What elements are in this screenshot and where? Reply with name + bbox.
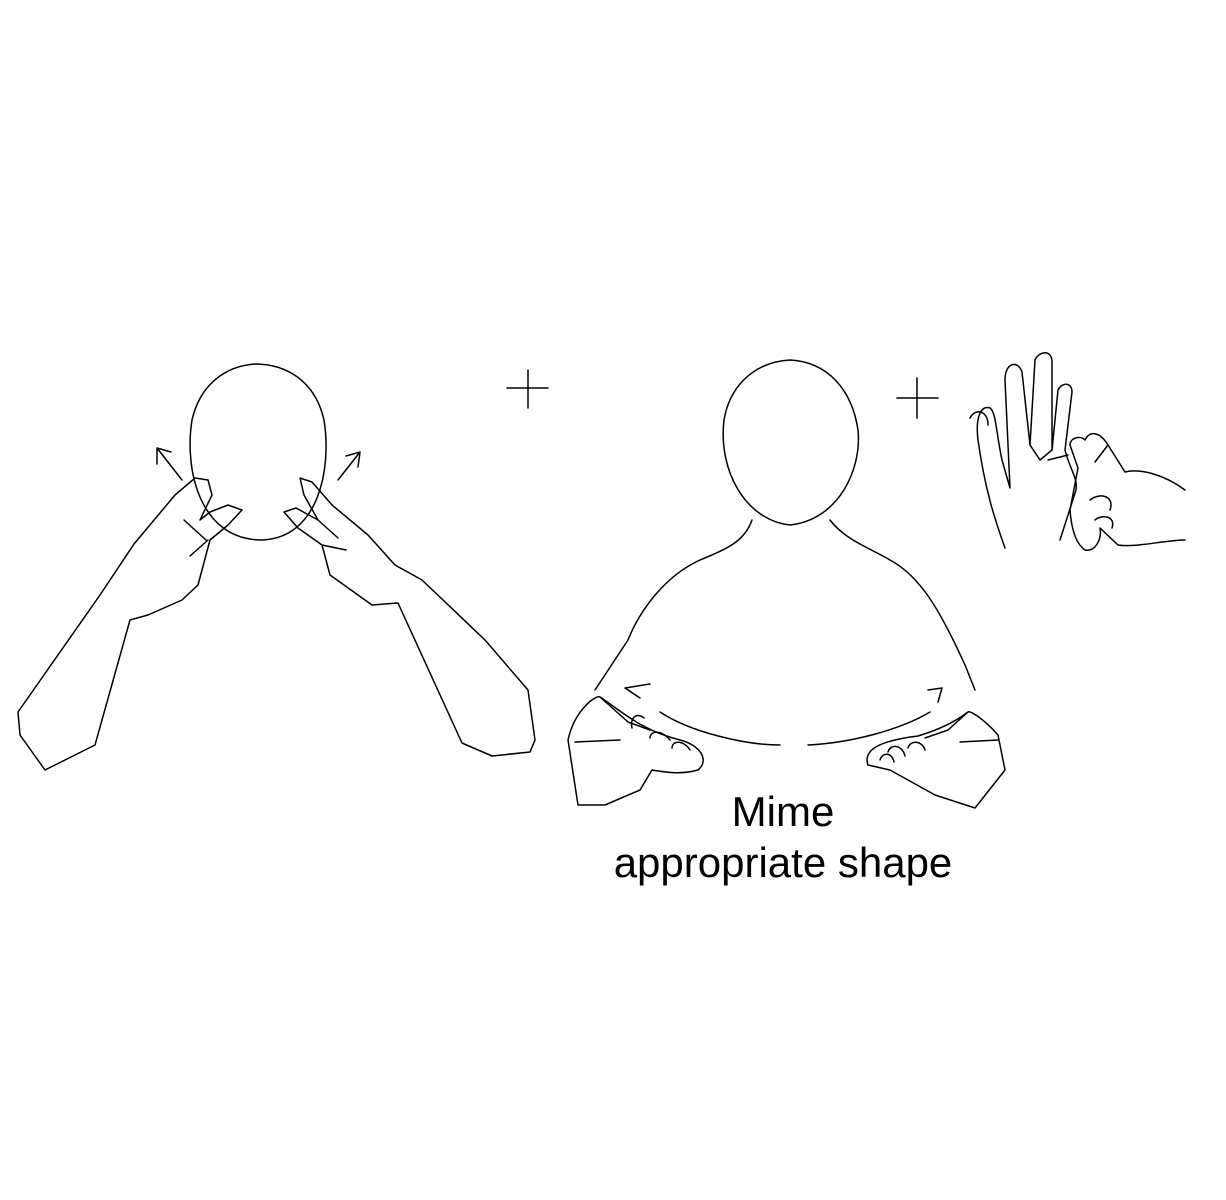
head-outline <box>189 363 327 541</box>
figure-hand-closeup <box>969 352 1186 551</box>
pointing-hand-outline <box>1069 433 1186 551</box>
left-hand-fingers <box>574 696 691 751</box>
plus-icon <box>506 369 549 409</box>
right-hand-fingers <box>879 711 999 763</box>
right-curved-arrow-icon <box>927 687 943 703</box>
caption-line-2: appropriate shape <box>614 839 953 886</box>
right-arm <box>283 477 536 757</box>
pointing-hand-knuckles <box>1089 444 1114 529</box>
right-hand-finger-line <box>317 519 347 551</box>
head-outline-2 <box>722 359 860 526</box>
left-curved-arrow-icon <box>624 683 651 699</box>
left-hand-finger-line <box>183 519 209 557</box>
right-arrow-icon <box>337 451 361 481</box>
open-hand-creases <box>969 411 1069 461</box>
caption-line-1: Mime <box>732 788 835 835</box>
open-hand-outline <box>976 352 1078 549</box>
figure-body-mime-hands: Mime appropriate shape <box>567 359 1006 886</box>
left-arm <box>17 477 243 771</box>
figure-head-v-hands <box>17 363 536 771</box>
waist-curve <box>659 711 931 746</box>
torso-outline <box>594 519 976 691</box>
left-arrow-icon <box>156 447 183 481</box>
left-forearm <box>567 695 704 806</box>
right-forearm <box>866 711 1006 809</box>
plus-icon-2 <box>896 377 939 419</box>
